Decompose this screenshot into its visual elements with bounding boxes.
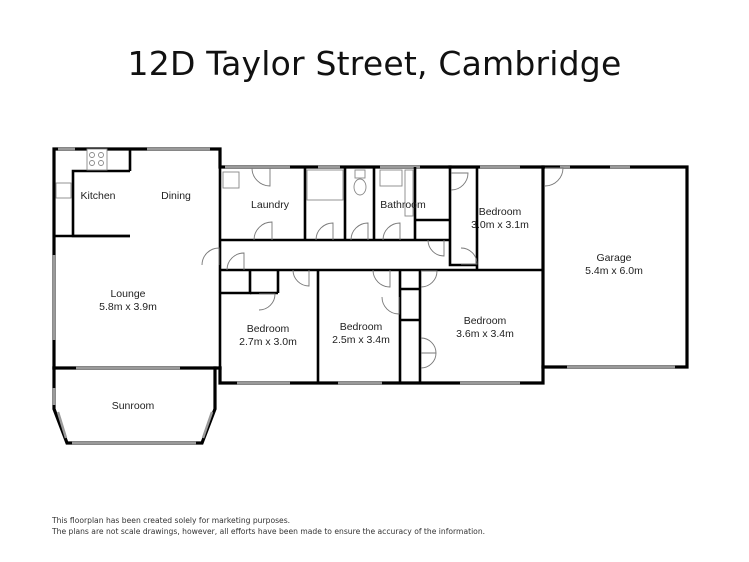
dining-label: Dining: [161, 190, 191, 202]
interior-walls: [54, 149, 543, 383]
disclaimer-line-1: This floorplan has been created solely f…: [52, 516, 291, 525]
laundry-tub-icon: [222, 171, 240, 189]
windows: [52, 147, 675, 445]
bedroom-1-label: Bedroom: [479, 206, 522, 218]
lounge-size: 5.8m x 3.9m: [99, 301, 157, 313]
fixtures: [55, 148, 414, 217]
kitchen-label: Kitchen: [80, 190, 115, 202]
sink-icon: [55, 182, 72, 199]
room-labels: Kitchen Dining Laundry Bathroom Bedroom …: [80, 190, 643, 412]
doors: [201, 167, 564, 369]
basin-icon: [379, 169, 403, 187]
disclaimer-line-2: The plans are not scale drawings, howeve…: [52, 527, 486, 536]
disclaimer: This floorplan has been created solely f…: [52, 515, 485, 537]
bedroom-2-size: 2.7m x 3.0m: [239, 336, 297, 348]
garage-label: Garage: [596, 252, 631, 264]
bedroom-4-size: 3.6m x 3.4m: [456, 328, 514, 340]
vanity-icon: [404, 169, 414, 217]
bedroom-3-size: 2.5m x 3.4m: [332, 334, 390, 346]
cooktop-icon: [86, 148, 108, 171]
lounge-label: Lounge: [110, 288, 145, 300]
exterior-walls: [52, 147, 689, 445]
bathroom-label: Bathroom: [380, 199, 426, 211]
bedroom-3-label: Bedroom: [340, 321, 383, 333]
toilet-icon: [353, 178, 367, 196]
laundry-label: Laundry: [251, 199, 290, 211]
bedroom-1-size: 3.0m x 3.1m: [471, 219, 529, 231]
sunroom-label: Sunroom: [112, 400, 155, 412]
page-title: 12D Taylor Street, Cambridge: [127, 44, 622, 83]
bedroom-4-label: Bedroom: [464, 315, 507, 327]
garage-size: 5.4m x 6.0m: [585, 265, 643, 277]
shower-icon: [306, 169, 344, 201]
bedroom-2-label: Bedroom: [247, 323, 290, 335]
